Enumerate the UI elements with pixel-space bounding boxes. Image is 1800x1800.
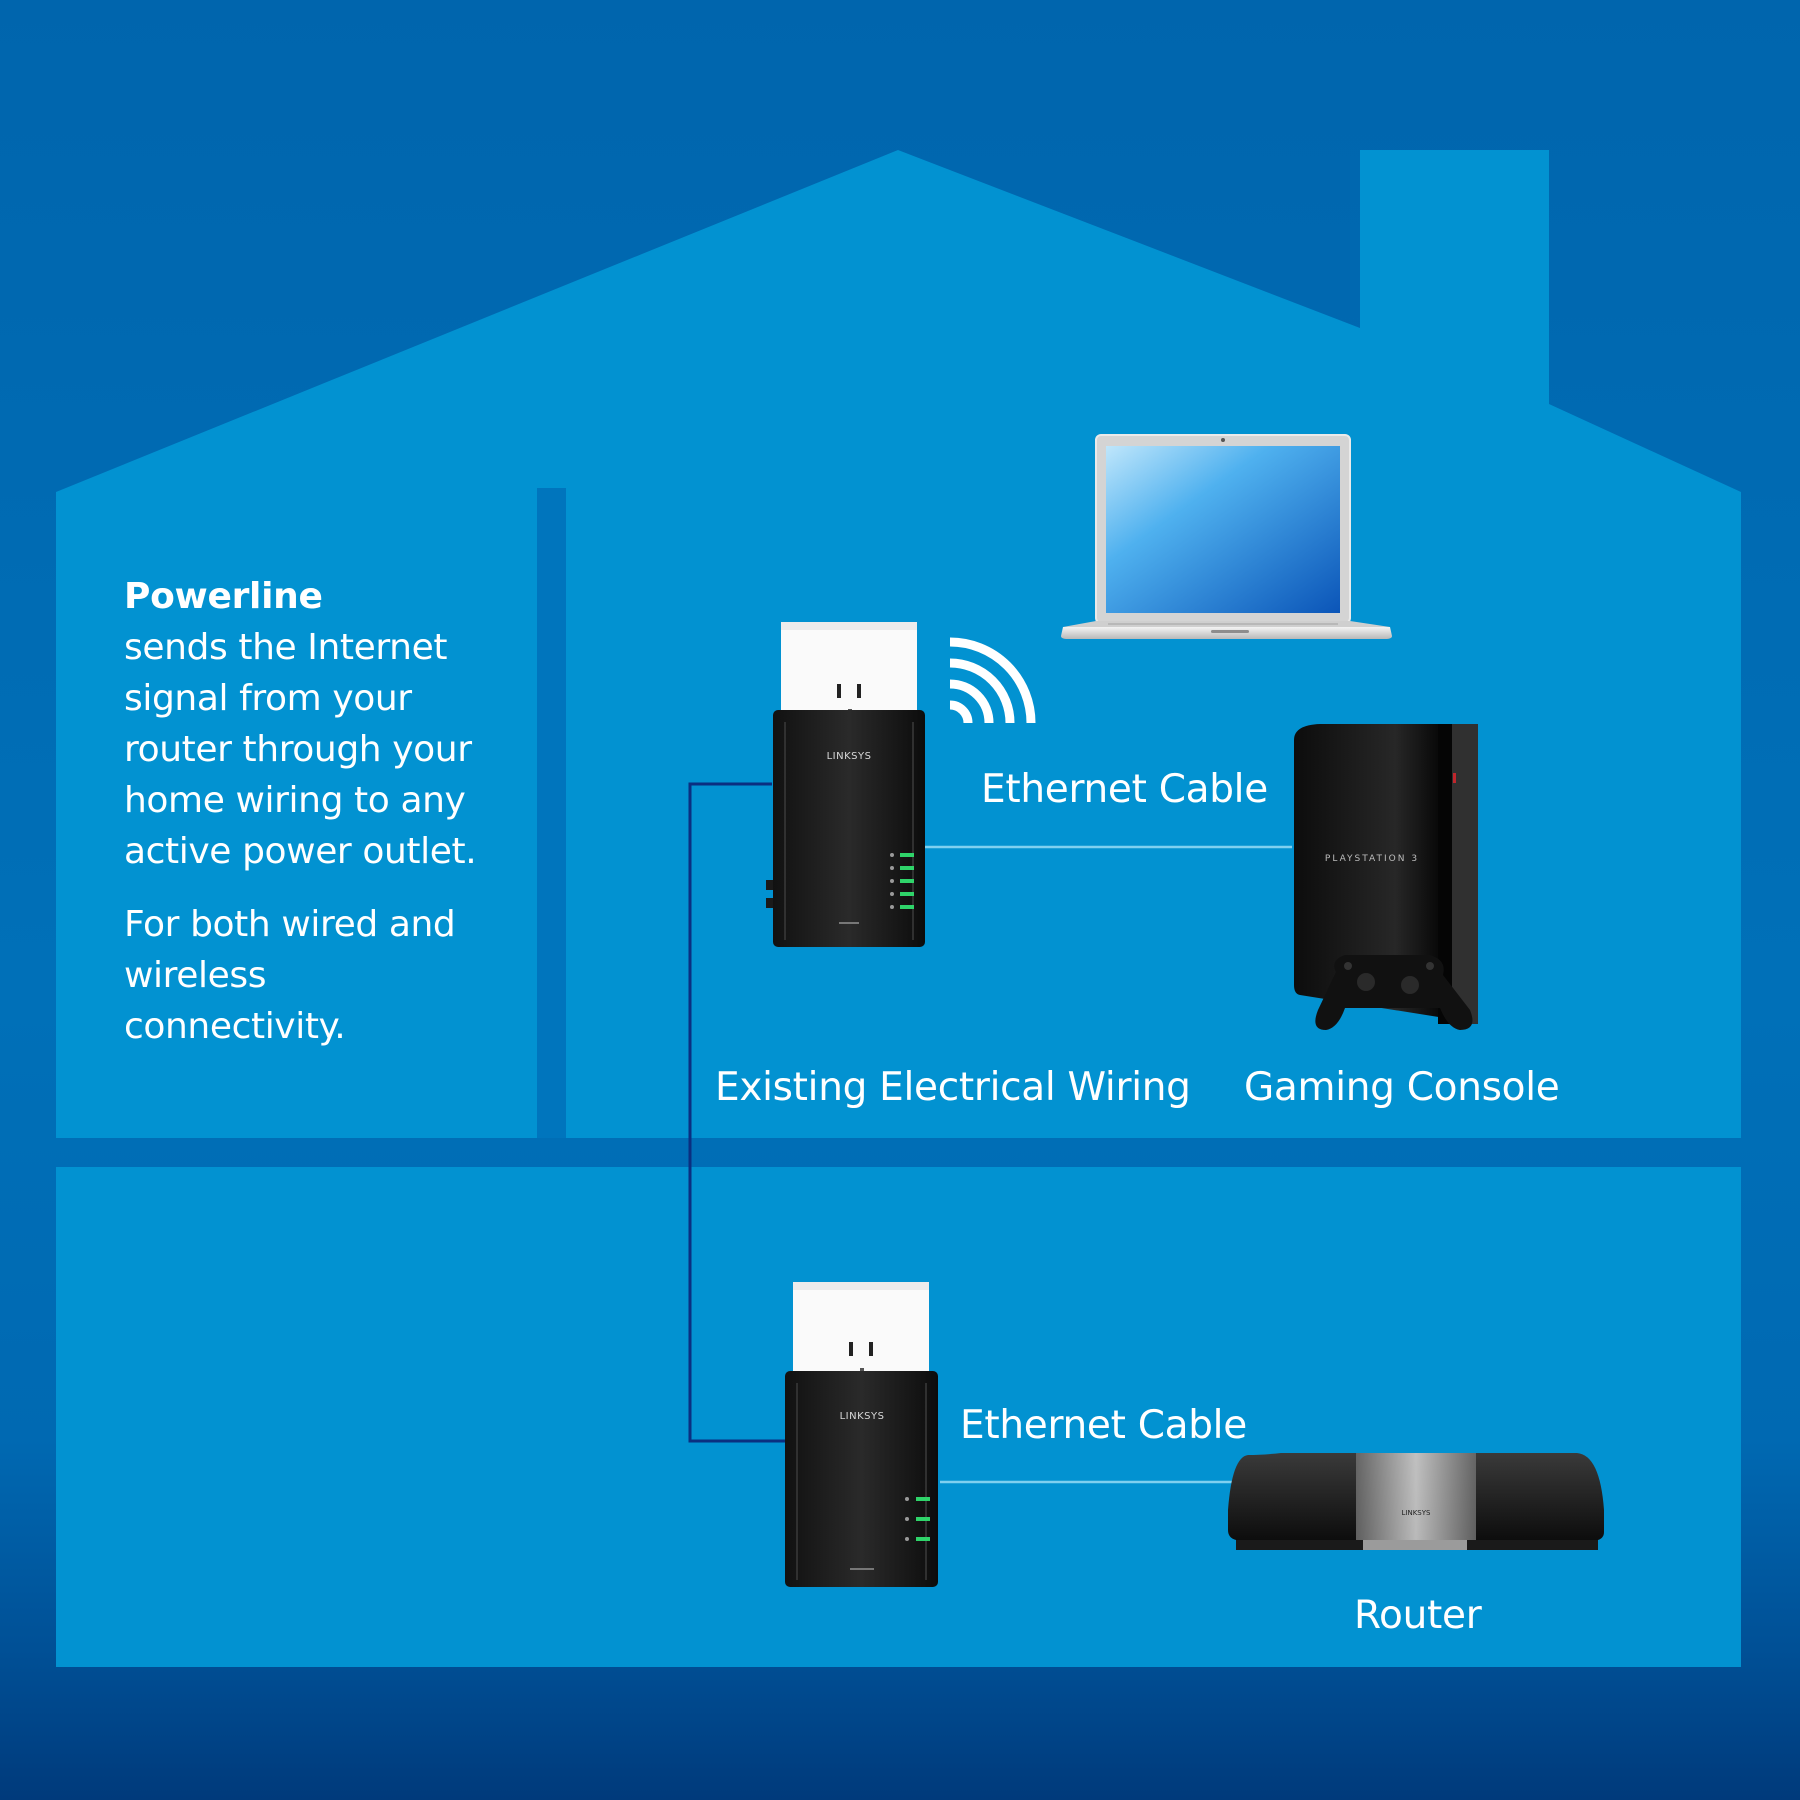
adapter-lower-leds bbox=[905, 1497, 930, 1541]
laptop-icon bbox=[1061, 434, 1392, 639]
wifi-signal-icon bbox=[949, 637, 1036, 724]
label-existing-electrical-wiring: Existing Electrical Wiring bbox=[715, 1065, 1191, 1110]
label-ethernet-cable-upper: Ethernet Cable bbox=[981, 767, 1268, 812]
gaming-console-icon: PLAYSTATION 3 bbox=[1294, 724, 1478, 1024]
label-router: Router bbox=[1354, 1593, 1482, 1638]
console-brand: PLAYSTATION 3 bbox=[1325, 854, 1419, 864]
interior-wall bbox=[537, 488, 566, 1138]
electrical-wiring-line bbox=[688, 782, 787, 1443]
intro-title: Powerline bbox=[124, 576, 323, 617]
label-ethernet-cable-lower: Ethernet Cable bbox=[960, 1403, 1247, 1448]
adapter-lower-brand: LINKSYS bbox=[840, 1411, 885, 1422]
powerline-adapter-upper: LINKSYS bbox=[766, 622, 925, 947]
adapter-upper-brand: LINKSYS bbox=[827, 751, 872, 762]
gamepad-icon bbox=[1315, 955, 1473, 1030]
label-gaming-console: Gaming Console bbox=[1244, 1065, 1560, 1110]
router-brand: LINKSYS bbox=[1402, 1509, 1432, 1517]
powerline-adapter-lower: LINKSYS bbox=[785, 1282, 938, 1587]
adapter-upper-leds bbox=[890, 853, 914, 909]
router-icon: LINKSYS bbox=[1228, 1453, 1604, 1550]
